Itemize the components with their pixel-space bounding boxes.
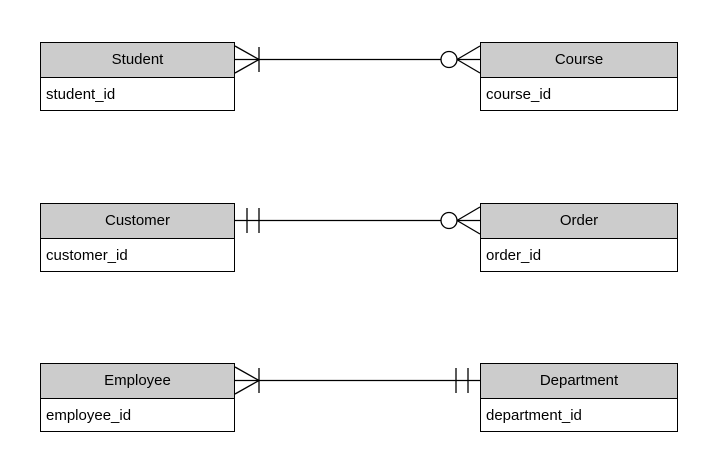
cardinality-exactly-one-icon bbox=[455, 368, 469, 393]
cardinality-zero-or-many-icon bbox=[440, 206, 481, 235]
cardinality-zero-or-many-icon bbox=[440, 45, 481, 74]
entity-student: Student student_id bbox=[40, 42, 235, 111]
entity-customer-attribute: customer_id bbox=[46, 247, 128, 264]
entity-employee: Employee employee_id bbox=[40, 363, 235, 432]
entity-course: Course course_id bbox=[480, 42, 678, 111]
entity-course-attribute: course_id bbox=[486, 86, 552, 103]
cardinality-exactly-one-icon bbox=[246, 208, 260, 233]
entity-department-name: Department bbox=[481, 364, 677, 399]
relationship-student-course bbox=[234, 45, 481, 74]
entity-order: Order order_id bbox=[480, 203, 678, 272]
entity-department: Department department_id bbox=[480, 363, 678, 432]
entity-course-name: Course bbox=[481, 43, 677, 78]
relationship-customer-order bbox=[235, 206, 481, 235]
entity-order-attribute: order_id bbox=[486, 247, 542, 264]
cardinality-one-or-many-icon bbox=[234, 45, 260, 74]
cardinality-one-or-many-icon bbox=[234, 366, 260, 395]
relationship-employee-department bbox=[234, 366, 480, 395]
entity-order-name: Order bbox=[481, 204, 677, 239]
entity-student-attribute: student_id bbox=[46, 86, 116, 103]
entity-customer-name: Customer bbox=[41, 204, 234, 239]
entity-employee-attribute: employee_id bbox=[46, 407, 132, 424]
entity-department-attribute: department_id bbox=[486, 407, 582, 424]
entity-student-name: Student bbox=[41, 43, 234, 78]
entity-customer: Customer customer_id bbox=[40, 203, 235, 272]
entity-employee-name: Employee bbox=[41, 364, 234, 399]
